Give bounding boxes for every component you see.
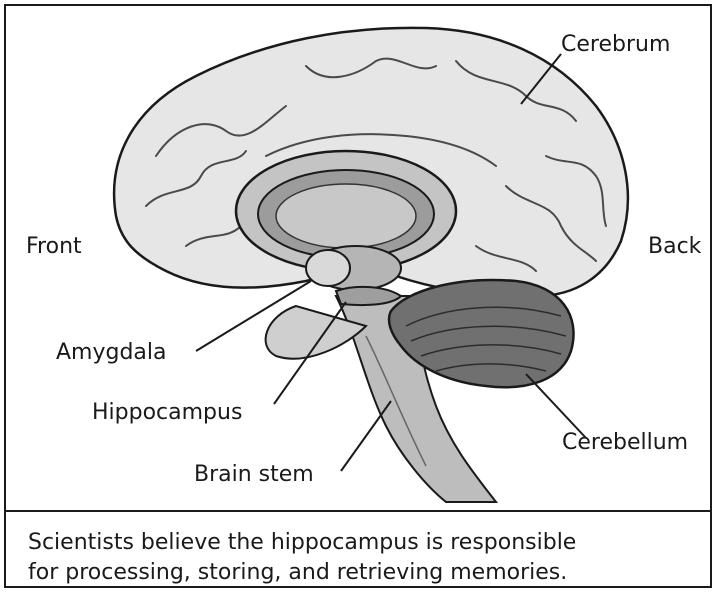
caption-line-1: Scientists believe the hippocampus is re… <box>28 528 708 558</box>
amygdala-label: Amygdala <box>56 342 167 364</box>
cerebellum-label: Cerebellum <box>562 432 688 454</box>
caption-divider <box>6 510 710 512</box>
cerebellum-leader-line <box>526 374 586 438</box>
front-label: Front <box>26 236 82 258</box>
caption-line-2: for processing, storing, and retrieving … <box>28 558 708 588</box>
caption: Scientists believe the hippocampus is re… <box>28 528 708 588</box>
hippocampus-label: Hippocampus <box>92 402 242 424</box>
amygdala-shape <box>306 250 350 286</box>
back-label: Back <box>648 236 701 258</box>
brain-stem-label: Brain stem <box>194 464 314 486</box>
diagram-frame: Cerebrum Front Back Amygdala Hippocampus… <box>4 4 712 588</box>
brain-stem-leader-line <box>341 401 391 471</box>
cerebrum-label: Cerebrum <box>561 34 670 56</box>
